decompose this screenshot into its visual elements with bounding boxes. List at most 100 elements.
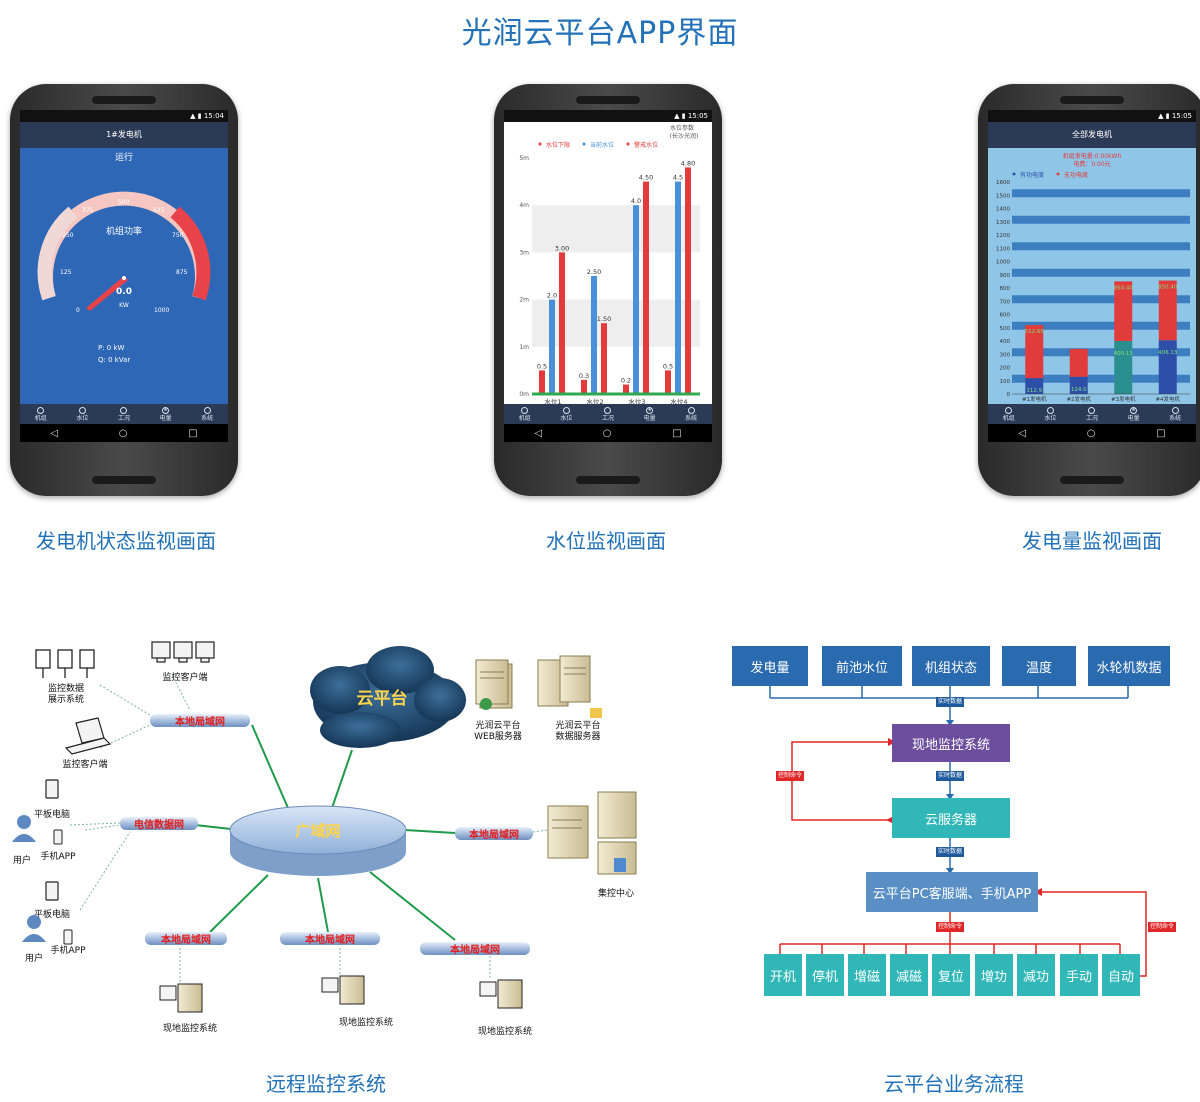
- p-value: P: 0 kW: [98, 344, 125, 352]
- home-icon[interactable]: ○: [602, 427, 612, 439]
- bar-2: [643, 181, 649, 394]
- caption-energy: 发电量监视画面: [1022, 529, 1162, 553]
- grid-band: [1012, 321, 1190, 330]
- tab-system[interactable]: 系统: [201, 406, 213, 422]
- client-label-laptop: 监控客户端: [62, 758, 107, 770]
- legend-label: 当前水位: [590, 141, 614, 149]
- client-label-top: 监控客户端: [162, 671, 207, 683]
- gauge-tick: 875: [176, 269, 188, 276]
- caption-generator: 发电机状态监视画面: [36, 529, 216, 553]
- tab-condition[interactable]: 工况: [1086, 406, 1098, 422]
- home-icon[interactable]: ○: [118, 427, 128, 439]
- tab-condition[interactable]: 工况: [602, 406, 614, 422]
- lan-pipe-label: 本地局域网: [161, 933, 211, 946]
- control-center-label: 集控中心: [598, 887, 634, 899]
- y-tick-label: 1200: [996, 233, 1010, 239]
- tab-label: 机组: [34, 414, 47, 422]
- gauge-tick: 750: [172, 232, 184, 239]
- legend-swatch: [626, 142, 630, 146]
- chart-bars: 0.52.03.000.32.501.500.24.04.500.54.54.8…: [537, 159, 695, 394]
- phone-speaker: [576, 96, 640, 104]
- x-tick-label: #2发电机: [1066, 395, 1091, 403]
- control-command-tag: 控制命令: [776, 771, 805, 781]
- tab-icon: [1088, 406, 1096, 414]
- action-auto: 自动: [1102, 954, 1140, 996]
- tab-system[interactable]: 系统: [685, 406, 697, 422]
- legend-label: 无功电度: [1064, 171, 1088, 179]
- data-server-icon: [537, 655, 602, 718]
- local-monitoring-system: 现地监控系统: [892, 724, 1010, 762]
- y-tick-label: 1500: [996, 193, 1010, 199]
- tab-energy[interactable]: ★电量: [159, 406, 172, 422]
- realtime-data-tag: 实时数据: [936, 847, 965, 857]
- tab-label: 机组: [518, 414, 531, 422]
- wan-disk: 广域网: [229, 805, 407, 876]
- grid-band: [1012, 189, 1190, 198]
- tab-unit[interactable]: 机组: [1003, 406, 1015, 422]
- lan-pipe-label: 本地局域网: [305, 933, 355, 946]
- display-label-1: 监控数据: [48, 682, 84, 694]
- data-label: 4.5: [673, 174, 683, 182]
- action-start: 开机: [764, 954, 802, 996]
- bar-2: [559, 252, 565, 394]
- grid-band: [1012, 215, 1190, 224]
- x-tick-label: 水位4: [670, 397, 687, 404]
- tab-system[interactable]: 系统: [1169, 406, 1181, 422]
- data-label: 0.5: [537, 362, 547, 370]
- y-tick-label: 400: [1000, 339, 1011, 345]
- x-tick-label: #4发电机: [1155, 395, 1180, 403]
- grid-band: [532, 299, 700, 347]
- tab-icon: [521, 406, 529, 414]
- android-nav-bar: ◁ ○ □: [988, 424, 1196, 442]
- home-icon[interactable]: ○: [1086, 427, 1096, 439]
- tab-unit[interactable]: 机组: [518, 406, 531, 422]
- recent-apps-icon[interactable]: □: [672, 427, 682, 439]
- status-bar: ▲ ▮ 15:04: [20, 110, 228, 122]
- chart-legend: 水位下限 当前水位 警戒水位: [538, 141, 658, 149]
- data-label: 4.80: [681, 159, 695, 167]
- action-manual: 手动: [1060, 954, 1098, 996]
- recent-apps-icon[interactable]: □: [1156, 427, 1166, 439]
- tab-label: 电量: [159, 414, 172, 422]
- tab-icon: [37, 406, 45, 414]
- tab-energy[interactable]: ★电量: [1128, 406, 1140, 422]
- back-icon[interactable]: ◁: [534, 427, 543, 439]
- tab-condition[interactable]: 工况: [117, 406, 130, 422]
- grid-band: [1012, 348, 1190, 357]
- web-server-label-2: WEB服务器: [474, 730, 522, 742]
- phone-screen: ▲ ▮ 15:05 水位参数 (长沙光润) 水位下限 当前水位 警戒水位 0.5…: [504, 110, 712, 442]
- tab-label: 水位: [76, 414, 89, 422]
- legend-label: 水位下限: [546, 141, 570, 149]
- android-nav-bar: ◁ ○ □: [504, 424, 712, 442]
- lan-pipe-top: 本地局域网: [150, 714, 250, 728]
- gear-icon: [1171, 406, 1179, 414]
- action-stop: 停机: [806, 954, 844, 996]
- legend-swatch: [582, 142, 586, 146]
- chart-legend: 有功电度 无功电度: [1012, 171, 1088, 179]
- back-icon[interactable]: ◁: [1018, 427, 1027, 439]
- tab-bar: 机组 水位 工况 ★电量 系统: [20, 404, 228, 424]
- tab-water[interactable]: 水位: [560, 406, 572, 422]
- tab-unit[interactable]: 机组: [34, 406, 47, 422]
- tab-energy[interactable]: ★电量: [644, 406, 656, 422]
- data-label: 112.9: [1026, 388, 1042, 394]
- x-tick-label: #1发电机: [1022, 395, 1047, 403]
- y-tick-label: 5m: [519, 155, 529, 162]
- recent-apps-icon[interactable]: □: [188, 427, 198, 439]
- grid-band: [532, 205, 700, 253]
- cloud-label: 云平台: [357, 688, 408, 709]
- bar-0: [581, 379, 587, 394]
- gauge-tick: 375: [82, 207, 94, 214]
- display-screens-icon: [35, 649, 95, 678]
- y-tick-label: 200: [1000, 366, 1011, 372]
- lan-pipe-label: 本地局域网: [450, 943, 500, 956]
- bar-reactive: [1158, 280, 1177, 341]
- tab-label: 工况: [117, 414, 130, 422]
- back-icon[interactable]: ◁: [50, 427, 59, 439]
- tab-water[interactable]: 水位: [1044, 406, 1056, 422]
- y-tick-label: 1100: [996, 246, 1010, 252]
- star-icon: ★: [162, 406, 170, 414]
- tab-water[interactable]: 水位: [76, 406, 89, 422]
